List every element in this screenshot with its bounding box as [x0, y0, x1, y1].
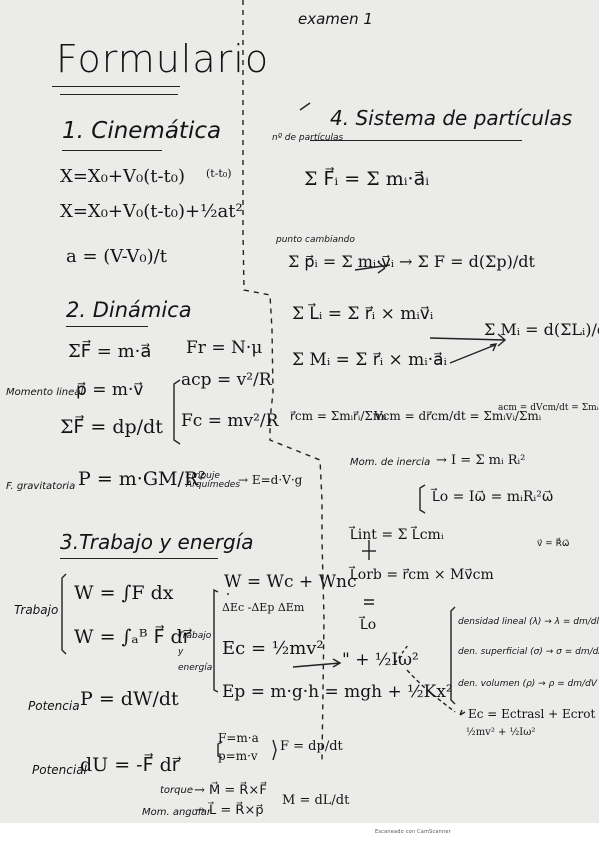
label-numero-particulas: nº de partículas: [272, 133, 344, 143]
label-mom-inercia: Mom. de inercia: [350, 457, 431, 468]
label-mom-angular: Mom. angular: [142, 807, 212, 818]
equation-sum-torque-derivative: Σ Mᵢ = d(ΣLᵢ)/dt: [484, 320, 599, 339]
equation-acceleration: a = (V-V₀)/t: [66, 246, 167, 267]
label-punto-cambiando: punto cambiando: [276, 235, 355, 245]
section-divider-line: [242, 0, 325, 761]
equation-potential: dU = -F⃗ dr⃗: [80, 754, 180, 776]
equation-rcm: r⃗cm = Σmᵢr⃗ᵢ/Σmᵢ: [290, 409, 387, 423]
equation-empuje: → E=d·V·g: [238, 473, 303, 487]
label-potencia: Potencia: [28, 699, 80, 713]
equation-acp: acp = v²/R: [181, 370, 272, 390]
equation-power: P = dW/dt: [80, 688, 179, 710]
label-trabajo-energia: Trabajo y energía: [178, 631, 213, 674]
equation-l-orbital: L⃗orb = r⃗cm × Mv⃗cm: [350, 567, 494, 583]
equation-rotational-energy: " + ½Iω²: [342, 650, 419, 670]
heading-particulas: 4. Sistema de partículas: [330, 106, 573, 130]
equation-sum-angular: Σ L⃗ᵢ = Σ r⃗ᵢ × mᵢv⃗ᵢ: [292, 304, 434, 324]
label-densidad-lineal: densidad lineal (λ) → λ = dm/dl: [458, 617, 599, 627]
equation-inertia: → I = Σ mᵢ Rᵢ²: [436, 453, 526, 468]
note-delta-t: (t-t₀): [206, 167, 232, 180]
equation-v-r-omega: v⃗ = R⃗ω⃗: [537, 539, 570, 549]
equation-sum-momentum: Σ p⃗ᵢ = Σ mᵢ·v⃗ᵢ → Σ F = d(Σp)/dt: [288, 252, 535, 271]
scanner-note: Escaneado con CamScanner: [375, 829, 451, 835]
pen-strokes: [61, 0, 507, 761]
equation-angular-momentum: → L⃗ = R⃗×p⃗: [194, 803, 264, 818]
equation-vcm: Vcm = dr⃗cm/dt = Σmᵢvᵢ/Σmᵢ: [374, 409, 542, 423]
label-empuje: Empuje Arquímedes: [186, 471, 241, 490]
label-gravitatoria: F. gravitatoria: [6, 481, 76, 492]
equation-gravity: P = m·GM/R²: [78, 468, 206, 490]
equation-momentum: p⃗ = m·v⃗: [76, 380, 144, 400]
equation-newton: ΣF⃗ = m·a⃗: [68, 341, 152, 362]
heading-cinematica: 1. Cinemática: [62, 118, 222, 144]
equation-torque-dldt: M = dL/dt: [282, 793, 350, 808]
footer: Escaneado con CamScanner: [0, 823, 599, 848]
equation-work-dx: W = ∫F dx: [74, 582, 174, 604]
equation-f-ma: F=m·a: [218, 731, 259, 745]
label-potencial: Potencial: [32, 763, 87, 777]
heading-trabajo: 3.Trabajo y energía: [60, 530, 254, 554]
label-torque: torque: [160, 785, 193, 796]
equation-sum-torque: Σ Mᵢ = Σ r⃗ᵢ × mᵢ·a⃗ᵢ: [292, 350, 447, 370]
equation-acm: acm = dVcm/dt = Σmᵢaᵢ/Σmᵢ: [498, 403, 599, 413]
equation-work-integral: W = ∫ₐᴮ F⃗ dr⃗: [74, 626, 191, 648]
label-momento-lineal: Momento lineal: [6, 387, 84, 398]
heading-dinamica: 2. Dinámica: [66, 298, 192, 322]
equation-sum-forces: Σ F⃗ᵢ = Σ mᵢ·a⃗ᵢ: [304, 168, 430, 190]
page-title: Formulario: [56, 37, 270, 81]
equation-force-momentum: ΣF⃗ = dp/dt: [60, 416, 163, 438]
label-trabajo: Trabajo: [14, 603, 59, 617]
equation-p-mv: p=m·v: [218, 749, 258, 763]
equation-l-internal: L⃗int = Σ L⃗cmᵢ: [350, 527, 444, 543]
equation-friction: Fr = N·μ: [186, 338, 263, 358]
equation-total-kinetic: Ec = Ectrasl + Ecrot: [468, 707, 596, 721]
label-densidad-superficial: den. superficial (σ) → σ = dm/dA: [458, 647, 599, 657]
exam-label: examen 1: [298, 10, 373, 28]
equation-potential-energy: Ep = m·g·h = mgh + ½Kx²: [222, 682, 453, 702]
equation-kinetic-energy: Ec = ½mv²: [222, 638, 324, 659]
equation-work-sum: W = Wc + Wnc: [224, 572, 357, 592]
label-densidad-volumen: den. volumen (ρ) → ρ = dm/dV: [458, 679, 597, 689]
equation-l-origin: L⃗o: [360, 617, 377, 633]
equation-position-accelerated: X=X₀+V₀(t-t₀)+½at²: [60, 201, 243, 222]
equation-total-kinetic-sub: ½mv² + ½Iω²: [466, 727, 536, 738]
equation-lo: L⃗o = Iω⃗ = mᵢRᵢ²ω⃗: [432, 489, 554, 505]
equation-torque: → M⃗ = R⃗×F⃗: [194, 783, 267, 798]
equation-energy-deltas: ΔEc -ΔEp ΔEm: [222, 601, 305, 614]
scanned-formula-sheet: examen 1 Formulario 1. Cinemática X=X₀+V…: [0, 0, 599, 823]
equation-position-linear: X=X₀+V₀(t-t₀): [60, 166, 186, 187]
equation-f-dpdt: F = dp/dt: [280, 739, 343, 754]
equation-fc: Fc = mv²/R: [181, 411, 279, 431]
